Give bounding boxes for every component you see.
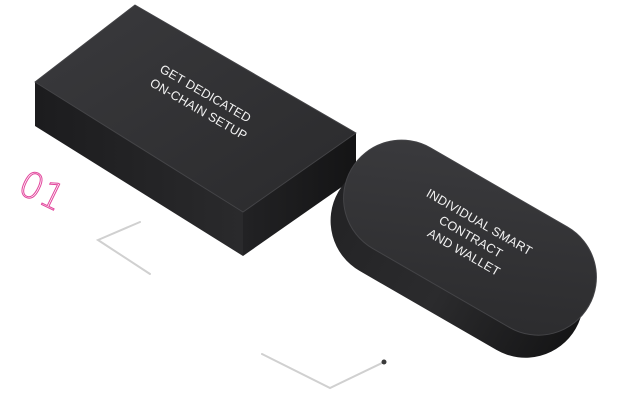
- rect-block-top-face: [34, 4, 357, 213]
- connector-upper: [95, 221, 151, 275]
- rectangular-block: GET DEDICATED ON-CHAIN SETUP: [34, 4, 357, 256]
- connector-end-dot: [381, 359, 387, 365]
- pill-block-top-face: [343, 139, 597, 336]
- connector-lower: [261, 353, 385, 390]
- connector-lines: [95, 221, 385, 390]
- rounded-block: INDIVIDUAL SMART CONTRACT AND WALLET: [330, 139, 597, 358]
- rect-block-left-face: [35, 82, 243, 256]
- rect-block-right-face: [243, 133, 356, 256]
- step-number: 01: [12, 163, 71, 220]
